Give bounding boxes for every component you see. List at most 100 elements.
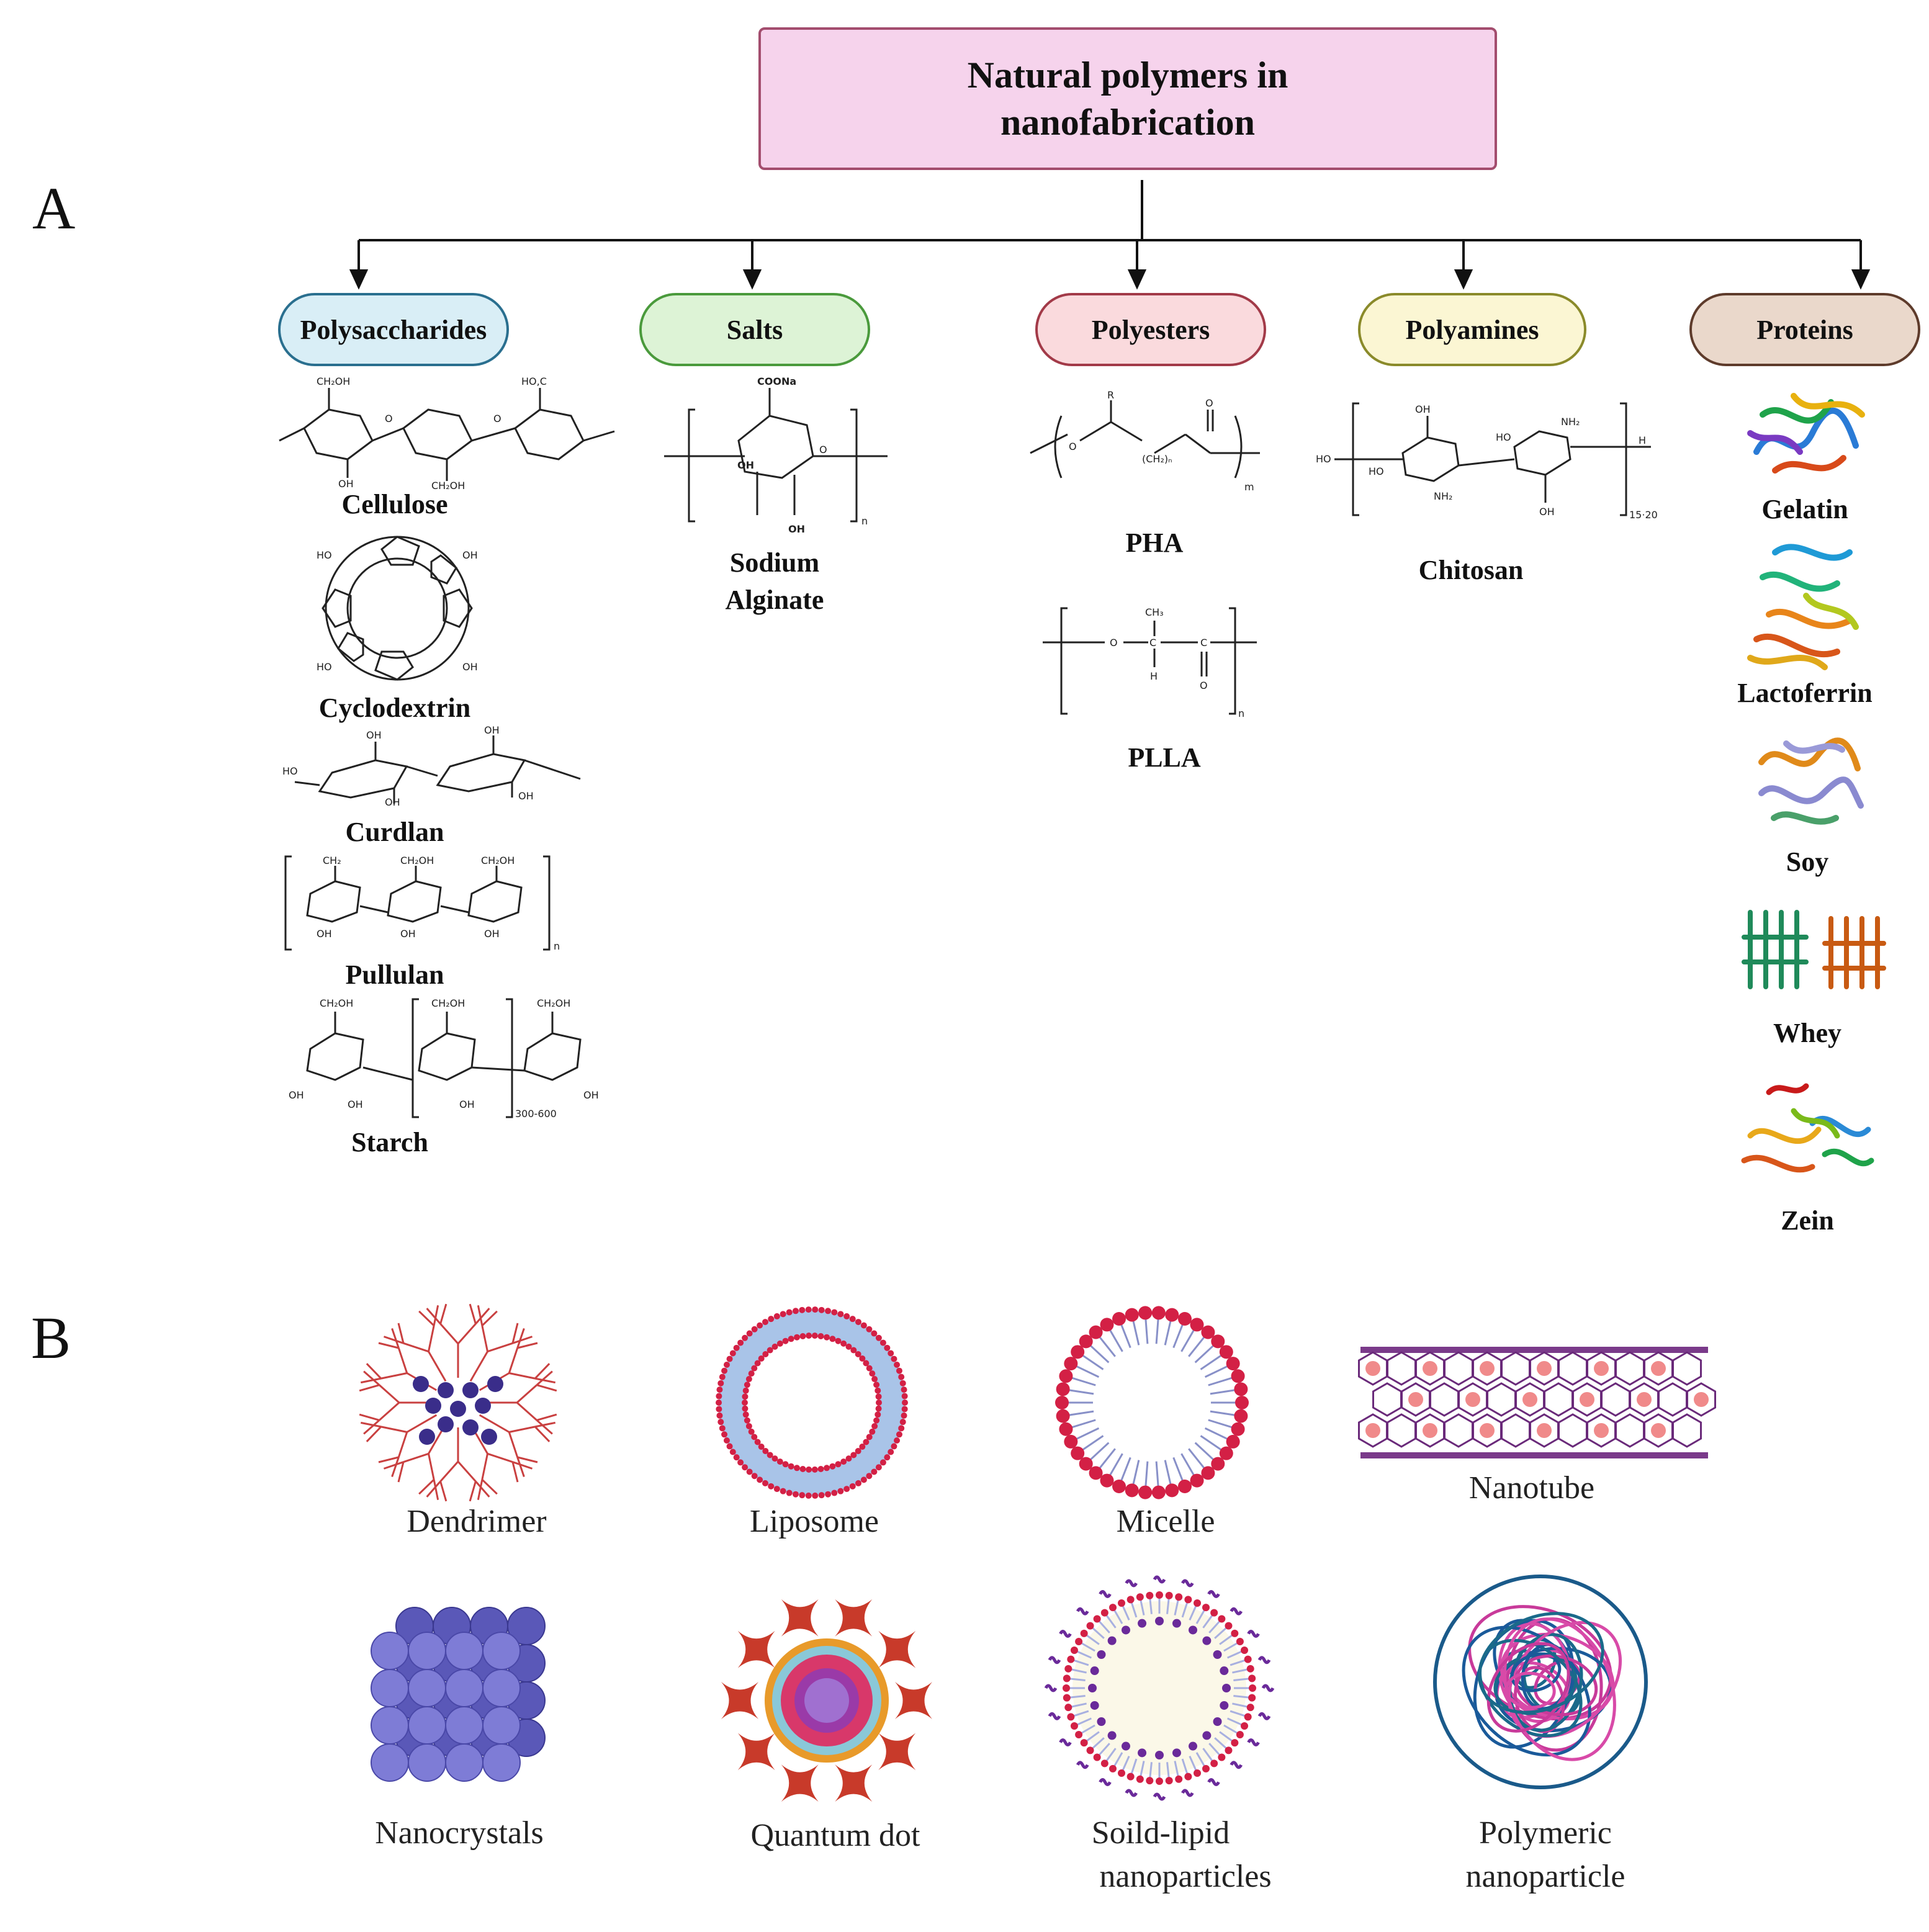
nanocrystals-icon — [371, 1607, 546, 1782]
zein-protein-icon — [1741, 1083, 1874, 1173]
svg-text:CH₂OH: CH₂OH — [400, 855, 434, 866]
label-pha: PHA — [1125, 528, 1184, 558]
label-alginate: Alginate — [725, 585, 824, 615]
plla-structure: O C C CH₃ H O n — [1043, 606, 1257, 719]
category-proteins: Proteins — [1689, 293, 1920, 366]
svg-text:m: m — [1244, 481, 1254, 493]
svg-text:C: C — [1200, 637, 1207, 649]
label-whey: Whey — [1773, 1018, 1841, 1048]
svg-text:HO: HO — [317, 549, 332, 561]
whey-protein-icon — [1742, 910, 1886, 989]
label-solid-lipid: Soild-lipid — [1091, 1815, 1230, 1851]
cellulose-structure: CH₂OH CH₂OH HO,C OH O O — [279, 375, 615, 492]
svg-text:OH: OH — [462, 549, 478, 561]
svg-text:CH₂OH: CH₂OH — [431, 480, 465, 492]
label-dendrimer: Dendrimer — [407, 1504, 547, 1539]
svg-text:CH₂OH: CH₂OH — [317, 375, 350, 387]
polymeric-nanoparticle-icon — [1433, 1575, 1648, 1789]
svg-text:HO: HO — [1496, 431, 1511, 443]
curdlan-structure: HO OH OH OH OH — [282, 724, 581, 808]
label-quantum-dot: Quantum dot — [750, 1818, 920, 1853]
svg-text:OH: OH — [385, 796, 400, 808]
gelatin-protein-icon — [1747, 393, 1865, 474]
soy-protein-icon — [1758, 737, 1864, 825]
svg-text:HO: HO — [1369, 465, 1384, 477]
label-lactoferrin: Lactoferrin — [1737, 678, 1873, 708]
label-nanocrystals: Nanocrystals — [375, 1815, 544, 1851]
svg-text:OH: OH — [583, 1089, 599, 1101]
label-zein: Zein — [1781, 1205, 1834, 1236]
svg-text:HO: HO — [317, 661, 332, 673]
label-sodium: Sodium — [729, 547, 820, 578]
category-polysaccharides: Polysaccharides — [278, 293, 509, 366]
root-node-natural-polymers: Natural polymers in nanofabrication — [758, 27, 1497, 170]
svg-text:O: O — [385, 413, 393, 425]
svg-text:OH: OH — [459, 1099, 475, 1110]
svg-text:H: H — [1150, 670, 1158, 682]
svg-text:300-600: 300-600 — [515, 1108, 557, 1120]
label-cyclodextrin: Cyclodextrin — [318, 693, 471, 723]
svg-text:NH₂: NH₂ — [1434, 490, 1452, 502]
svg-text:H: H — [1639, 434, 1646, 446]
svg-text:OH: OH — [484, 724, 500, 736]
liposome-icon — [716, 1306, 908, 1499]
svg-text:OH: OH — [518, 790, 534, 802]
micelle-icon — [1055, 1306, 1249, 1499]
solid-lipid-nanoparticle-icon — [1044, 1575, 1275, 1801]
label-gelatin: Gelatin — [1761, 494, 1848, 524]
svg-text:COONa: COONa — [757, 375, 796, 387]
sodium-alginate-structure: COONa OH OH O n — [664, 375, 888, 535]
panel-letter-a: A — [32, 175, 76, 241]
root-title-line1: Natural polymers in — [967, 55, 1288, 96]
svg-text:O: O — [493, 413, 501, 425]
svg-text:HO,C: HO,C — [521, 375, 547, 387]
starch-structure: CH₂OH CH₂OH CH₂OH OH OH OH OH 300-600 — [289, 997, 599, 1120]
cyclodextrin-structure: HO OH HO OH — [317, 536, 478, 681]
svg-text:O: O — [1205, 397, 1213, 409]
tree-connectors — [349, 180, 1871, 290]
root-title-line2: nanofabrication — [1000, 102, 1256, 143]
label-cellulose: Cellulose — [341, 489, 448, 519]
svg-text:OH: OH — [348, 1099, 363, 1110]
label-plla: PLLA — [1128, 742, 1201, 773]
svg-text:R: R — [1107, 389, 1114, 401]
label-curdlan: Curdlan — [345, 817, 444, 847]
svg-text:OH: OH — [1415, 403, 1431, 415]
pullulan-structure: CH₂ CH₂OH CH₂OH OH OH OH n — [284, 855, 560, 952]
svg-text:n: n — [1238, 708, 1244, 719]
svg-text:O: O — [1069, 441, 1077, 452]
svg-text:HO: HO — [1316, 453, 1331, 465]
svg-text:CH₃: CH₃ — [1145, 606, 1164, 618]
svg-text:OH: OH — [317, 928, 332, 940]
svg-text:CH₂: CH₂ — [323, 855, 341, 866]
svg-text:O: O — [1110, 637, 1118, 649]
svg-text:OH: OH — [484, 928, 500, 940]
svg-text:CH₂OH: CH₂OH — [537, 997, 570, 1009]
svg-text:CH₂OH: CH₂OH — [481, 855, 515, 866]
quantum-dot-icon — [721, 1599, 932, 1802]
svg-text:15·20: 15·20 — [1629, 509, 1658, 521]
svg-text:OH: OH — [737, 459, 754, 471]
svg-text:OH: OH — [289, 1089, 304, 1101]
svg-text:C: C — [1149, 637, 1156, 649]
svg-text:OH: OH — [1539, 506, 1555, 518]
svg-text:O: O — [819, 444, 827, 456]
label-nanotube: Nanotube — [1468, 1470, 1595, 1506]
label-chitosan: Chitosan — [1418, 555, 1524, 585]
label-soy: Soy — [1786, 847, 1829, 877]
svg-text:NH₂: NH₂ — [1561, 416, 1580, 428]
label-micelle: Micelle — [1116, 1504, 1215, 1539]
category-salts: Salts — [639, 293, 870, 366]
svg-text:OH: OH — [366, 729, 382, 741]
svg-text:n: n — [861, 515, 868, 527]
dendrimer-icon — [359, 1303, 557, 1502]
chitosan-structure: HO OH HO NH₂ HO NH₂ OH H 15·20 — [1316, 402, 1658, 521]
svg-text:CH₂OH: CH₂OH — [320, 997, 353, 1009]
label-solid-lipid-nanoparticles: nanoparticles — [1099, 1859, 1272, 1894]
svg-text:OH: OH — [788, 523, 805, 535]
svg-text:CH₂OH: CH₂OH — [431, 997, 465, 1009]
svg-text:OH: OH — [338, 478, 354, 490]
label-liposome: Liposome — [750, 1504, 879, 1539]
nanotube-icon — [1358, 1347, 1716, 1458]
pha-structure: R O O (CH₂)ₙ m — [1030, 389, 1260, 493]
